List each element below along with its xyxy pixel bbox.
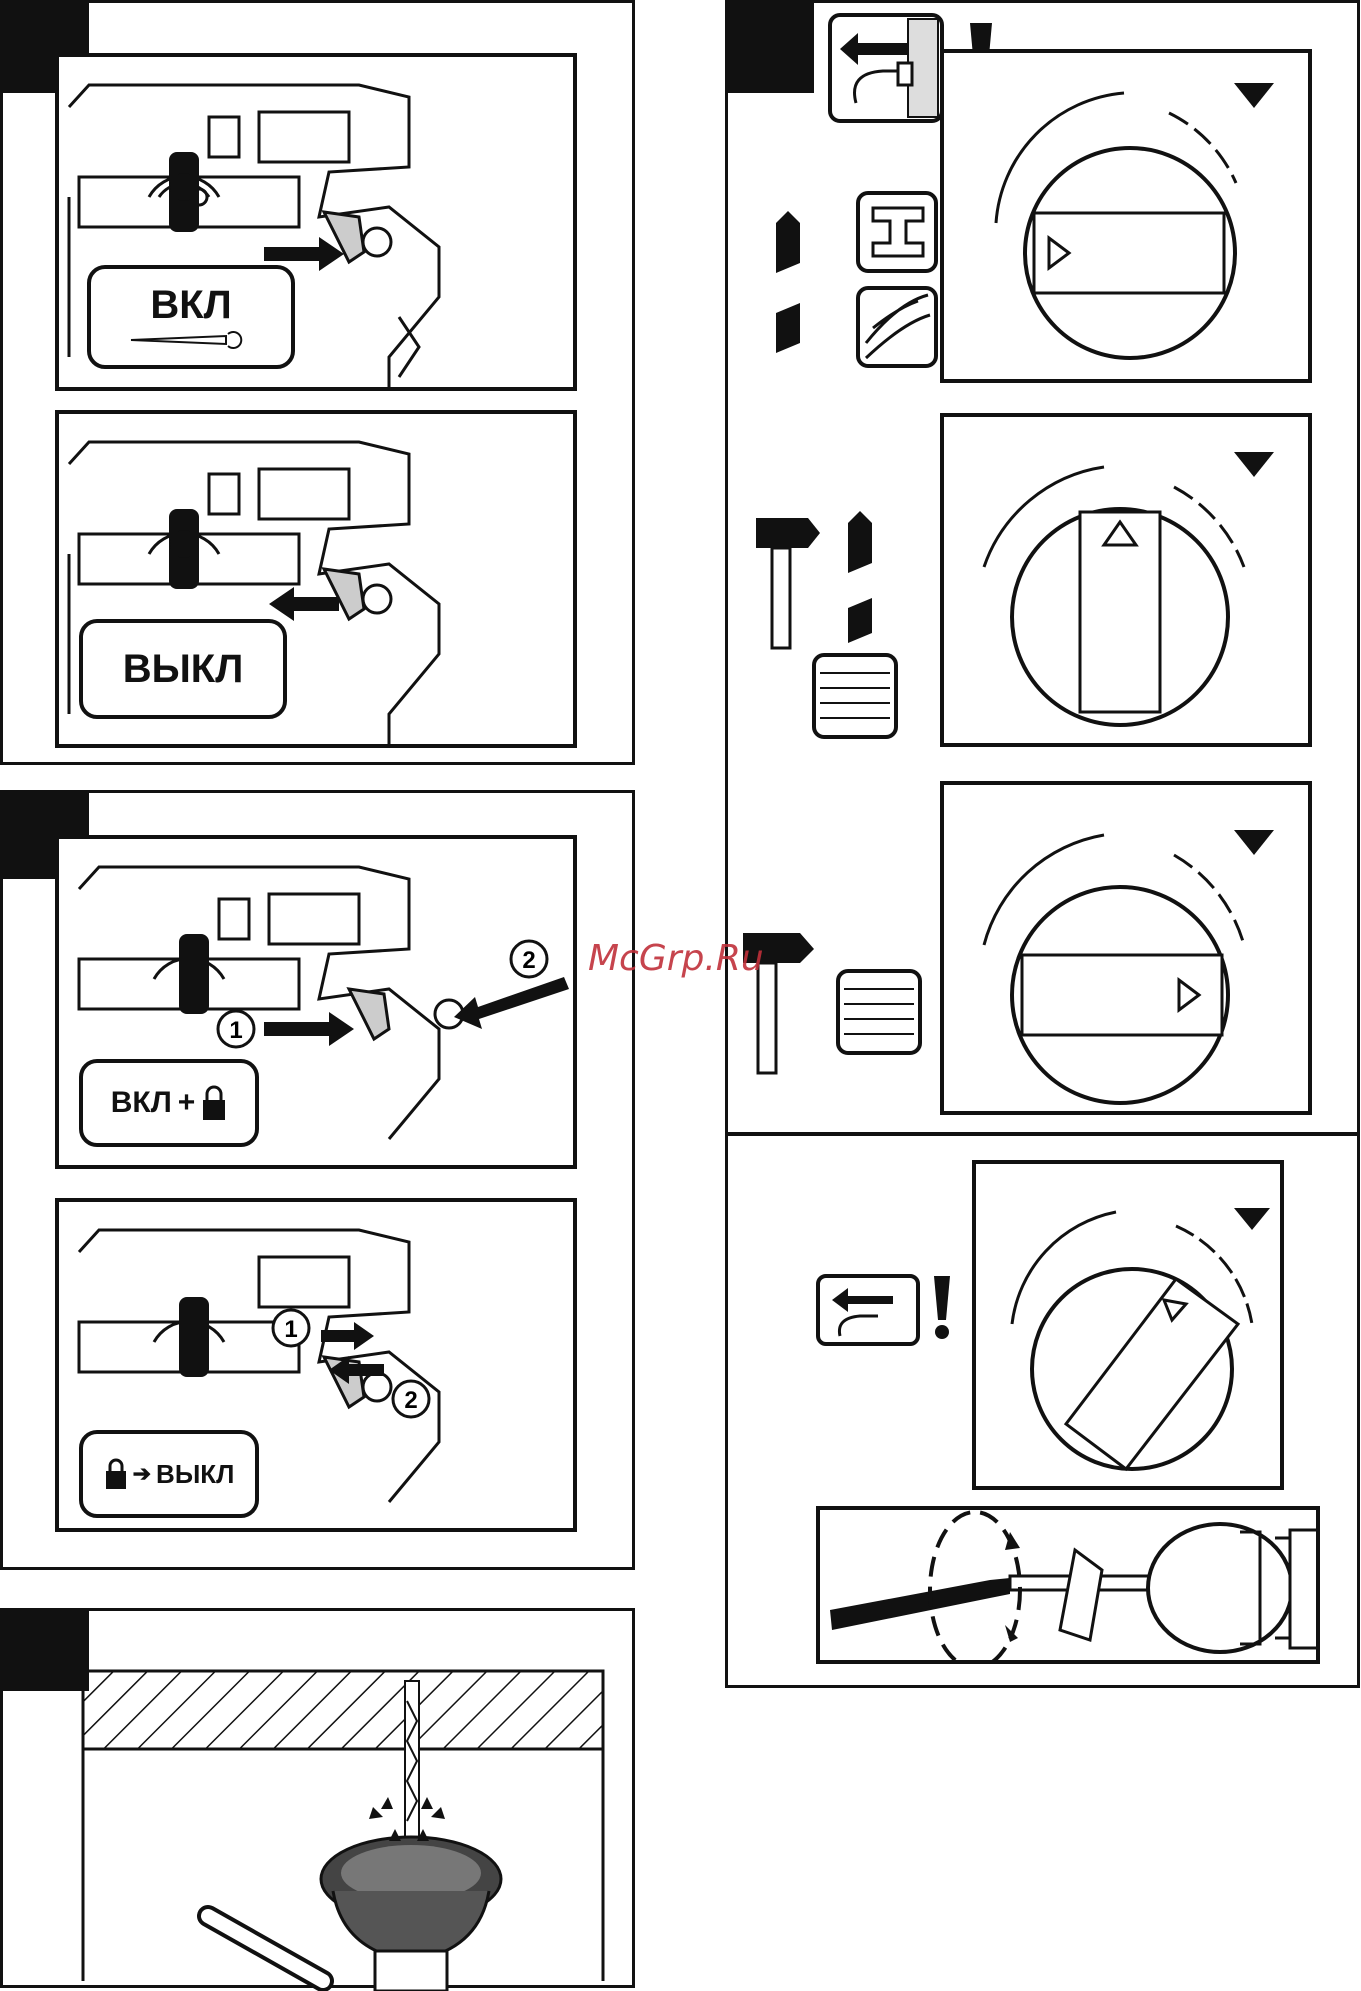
mode-2-icons (748, 503, 948, 763)
plus-sign: + (178, 1086, 196, 1120)
arrow-push-icon (264, 1012, 354, 1046)
mode-dial-hammer-drill (940, 413, 1312, 747)
figure-mode-selector (725, 0, 1360, 1135)
mode-1-icons (748, 183, 948, 423)
panel-switch-on: ВКЛ (55, 53, 577, 391)
mode-selector-dial (976, 1164, 1284, 1490)
mode-selector-dial (944, 417, 1312, 747)
step-2-number: 2 (404, 1387, 417, 1414)
unlock-off-label: ВЫКЛ (156, 1459, 234, 1490)
figure-chisel-position (725, 1133, 1360, 1688)
panel-unlock-off: 1 2 ➔ ВЫКЛ (55, 1198, 577, 1532)
ceiling-hatched (83, 1671, 603, 1749)
indicator-triangle-icon (1234, 1208, 1270, 1230)
drill-bit-icon (776, 211, 800, 353)
unplug-icon (818, 1276, 918, 1344)
mode-dial-drill (940, 49, 1312, 383)
indicator-triangle-icon (1234, 830, 1274, 855)
step-1-number: 1 (284, 1316, 297, 1343)
mode-selector-dial (944, 785, 1312, 1115)
step-2-number: 2 (522, 947, 535, 974)
mode-selector-dial (944, 53, 1312, 383)
watermark: McGrp.Ru (588, 938, 764, 979)
mode-3-icons (738, 923, 938, 1123)
figure-on-off: ВКЛ ВЫКЛ (0, 0, 635, 765)
hand-icon (1060, 1550, 1102, 1640)
on-lock-label: ВКЛ (111, 1086, 172, 1120)
unlock-off-label-box: ➔ ВЫКЛ (79, 1430, 259, 1518)
panel-switch-off: ВЫКЛ (55, 410, 577, 748)
chisel-icon (830, 1578, 1010, 1630)
figure-dust-cup (0, 1608, 635, 1988)
mode-dial-chisel (940, 781, 1312, 1115)
arrow-glyph-icon: ➔ (133, 1461, 151, 1487)
on-label-box: ВКЛ (87, 265, 295, 369)
off-label-box: ВЫКЛ (79, 619, 287, 719)
panel-lock-on: 1 2 ВКЛ + (55, 835, 577, 1169)
chuck (1148, 1524, 1292, 1652)
padlock-icon (104, 1457, 128, 1491)
chisel-rotation-illustration (820, 1510, 1320, 1664)
arrow-push-icon (321, 1322, 374, 1350)
arrow-lock-button-icon (454, 977, 569, 1029)
hammer-icon (756, 518, 820, 648)
step-1-number: 1 (229, 1017, 242, 1044)
indicator-triangle-icon (1234, 452, 1274, 477)
figure-lock: 1 2 ВКЛ + 1 (0, 790, 635, 1570)
exclamation-icon (934, 1276, 950, 1320)
padlock-icon (201, 1084, 227, 1122)
mode-dial-chisel-position (972, 1160, 1284, 1490)
chisel-rotation-panel (816, 1506, 1320, 1664)
drill-bit-icon (848, 511, 872, 643)
drill-rotation-icon (126, 328, 256, 352)
brick-icon (838, 971, 920, 1053)
ceiling-drilling-illustration (3, 1611, 638, 1991)
on-lock-label-box: ВКЛ + (79, 1059, 259, 1147)
indicator-triangle-icon (1234, 83, 1274, 108)
off-label: ВЫКЛ (123, 647, 244, 692)
arrow-release-icon (269, 587, 339, 621)
brick-icon (814, 655, 896, 737)
on-label: ВКЛ (150, 283, 231, 328)
